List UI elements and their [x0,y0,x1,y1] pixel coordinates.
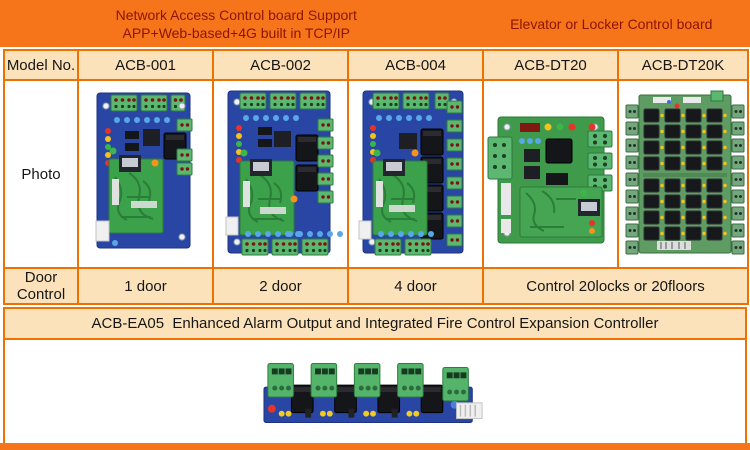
door-value-acb-004: 4 door [347,267,484,305]
network-board-caption: Network Access Control board Support APP… [0,0,473,47]
photo-row: Photo [3,79,749,269]
top-banner: Network Access Control board Support APP… [0,0,750,47]
model-name-acb-dt20: ACB-DT20 [482,49,619,81]
photo-cell-acb-dt20k [617,79,749,269]
photo-cell-acb-002 [212,79,349,269]
door-value-dt20-dt20k: Control 20locks or 20floors [482,267,749,305]
door-row: Door Control 1 door 2 door 4 door Contro… [3,267,749,305]
acb-002-board-photo [225,90,343,256]
acb-001-board-photo [95,92,193,249]
spec-table: Model No. ACB-001 ACB-002 ACB-004 ACB-DT… [3,49,749,305]
caption-line-2: APP+Web-based+4G built in TCP/IP [122,24,351,41]
elevator-board-caption: Elevator or Locker Control board [473,0,750,47]
model-name-acb-001: ACB-001 [77,49,214,81]
model-row: Model No. ACB-001 ACB-002 ACB-004 ACB-DT… [3,49,749,81]
ea05-title: ACB-EA05 Enhanced Alarm Output and Integ… [3,307,747,340]
acb-dt20k-board-photo [625,90,745,255]
model-name-acb-004: ACB-004 [347,49,484,81]
row-label-door: Door Control [3,267,79,305]
photo-cell-acb-dt20 [482,79,619,269]
row-label-photo: Photo [3,79,79,269]
acb-ea05-board-photo [263,363,483,423]
door-value-acb-001: 1 door [77,267,214,305]
caption-line: Elevator or Locker Control board [510,15,713,32]
acb-004-board-photo [358,90,464,256]
door-value-acb-002: 2 door [212,267,349,305]
photo-cell-acb-004 [347,79,484,269]
caption-line-1: Network Access Control board Support [115,6,357,23]
row-label-model: Model No. [3,49,79,81]
ea05-photo-area [3,340,747,448]
acb-dt20-board-photo [487,116,613,244]
footer-bar [0,443,750,450]
photo-cell-acb-001 [77,79,214,269]
model-name-acb-002: ACB-002 [212,49,349,81]
model-name-acb-dt20k: ACB-DT20K [617,49,749,81]
